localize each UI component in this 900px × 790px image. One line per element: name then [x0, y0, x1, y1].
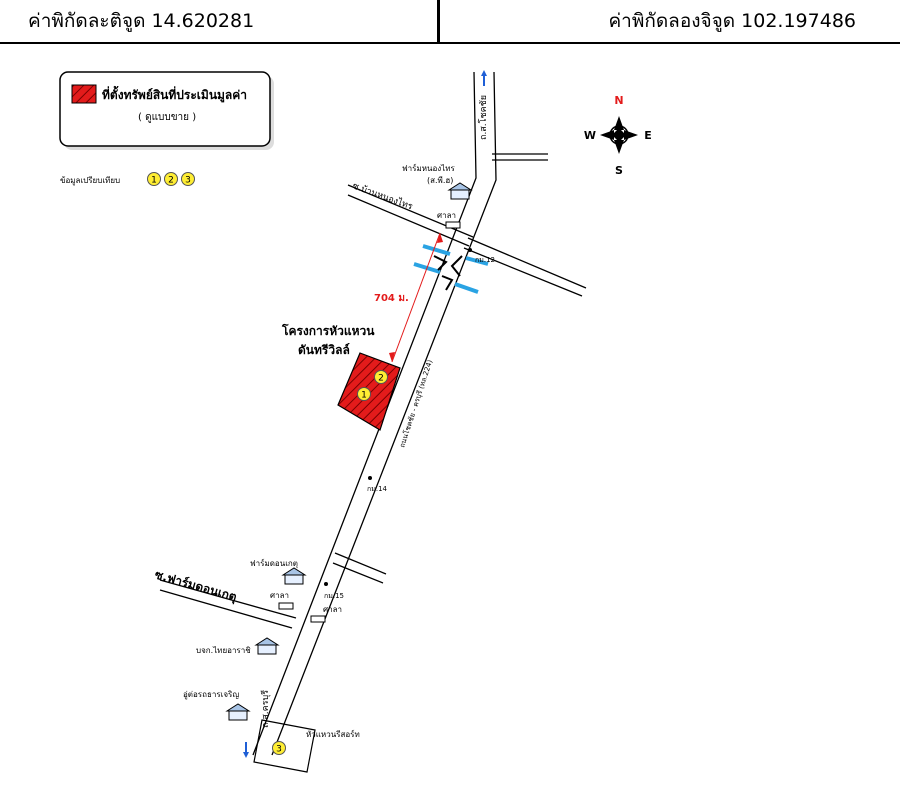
side-roads [159, 153, 587, 629]
km14-label: กม.14 [367, 485, 388, 493]
svg-text:2: 2 [378, 374, 384, 384]
north-arrow-icon [481, 70, 487, 86]
south-road-label: ถ.ส.ครบุรี [260, 690, 271, 728]
distance-dimension [389, 232, 443, 363]
sala-south-label: ศาลา [270, 591, 289, 600]
header-divider [437, 0, 440, 44]
longitude-text: ค่าพิกัดลองจิจูด 102.197486 [608, 10, 856, 32]
svg-text:3: 3 [276, 745, 282, 755]
compare-label: ข้อมูลเปรียบเทียบ [60, 176, 120, 186]
legend-box: ที่ตั้งทรัพย์สินที่ประเมินมูลค่า ( ดูแบบ… [59, 71, 274, 150]
farm-north-house-icon [447, 182, 473, 200]
marker-2: 2 [374, 370, 388, 384]
svg-text:1: 1 [361, 391, 367, 401]
sala-east-label: ศาลา [323, 605, 342, 614]
north-road-label: ถ.ส.โชคชัย [478, 95, 489, 140]
marker-1: 1 [357, 387, 371, 401]
marker-3: 3 [272, 741, 286, 755]
resort-label: หัวแหวนรีสอร์ท [306, 729, 360, 739]
sala-north-label: ศาลา [437, 211, 456, 220]
company-house-icon [254, 637, 280, 655]
sala-north-icon [445, 221, 461, 229]
sala-south-icon [278, 602, 294, 610]
south-arrow-icon [243, 742, 249, 758]
garage-house-icon [225, 703, 251, 721]
bridge-icon [413, 244, 489, 294]
km15-dot [324, 582, 328, 586]
farm-south-house-icon [281, 567, 307, 585]
main-road-label: ถนนโชคชัย - ครบุรี (ทล.224) [397, 358, 434, 448]
svg-text:S: S [615, 164, 623, 177]
svg-text:3: 3 [185, 176, 191, 186]
company-label: บจก.ไทยอาราชิ [196, 646, 251, 655]
soi-north-label: ซ.บ้านหนองไทร [351, 180, 414, 212]
svg-text:W: W [584, 129, 596, 142]
garage-label: อู่ต่อรถธารเจริญ [183, 690, 239, 700]
svg-text:N: N [614, 94, 623, 107]
svg-text:E: E [644, 129, 652, 142]
coordinates-header: ค่าพิกัดละติจูด 14.620281 ค่าพิกัดลองจิจ… [0, 0, 900, 44]
compass-rose-icon: N S W E [584, 94, 652, 177]
header-rule [0, 42, 900, 44]
latitude-text: ค่าพิกัดละติจูด 14.620281 [28, 10, 255, 32]
svg-text:2: 2 [168, 176, 174, 186]
km14-dot [368, 476, 372, 480]
farm-north-sub-label: (ส.พี.ฮ) [427, 176, 453, 185]
km12-label: กม.12 [475, 256, 495, 264]
project-label-line1: โครงการหัวแหวน [281, 323, 375, 338]
legend-subtitle: ( ดูแบบขาย ) [138, 112, 196, 123]
farm-south-label: ฟาร์มดอนเกตุ [250, 558, 298, 568]
legend-title: ที่ตั้งทรัพย์สินที่ประเมินมูลค่า [102, 85, 247, 103]
compare-markers: 1 2 3 [147, 172, 195, 186]
main-road [252, 71, 497, 756]
resort-plot [253, 719, 316, 773]
farm-north-label: ฟาร์มหนองไทร [402, 163, 455, 173]
km15-label: กม.15 [324, 592, 344, 600]
legend-swatch [71, 84, 97, 104]
project-label-line2: ดันทรีวิลล์ [298, 343, 350, 357]
km12-dot [468, 248, 472, 252]
svg-text:1: 1 [151, 176, 157, 186]
sala-east-icon [310, 615, 326, 623]
distance-label: 704 ม. [374, 293, 409, 304]
soi-south-label: ซ.ฟาร์มดอนเกตุ [153, 567, 239, 605]
